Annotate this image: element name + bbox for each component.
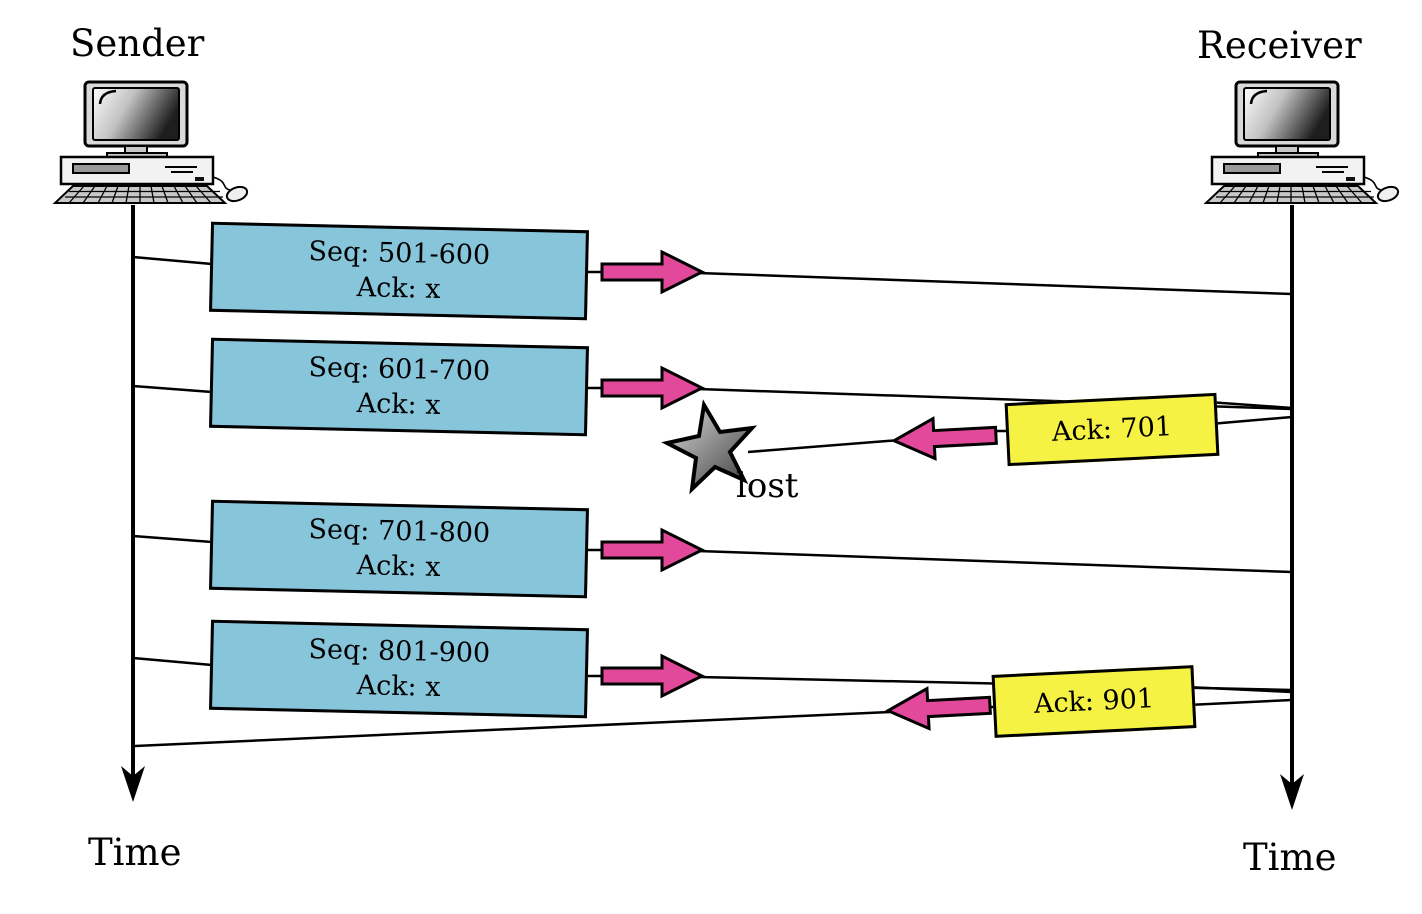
segment2-arrow-icon bbox=[600, 365, 706, 411]
segment4-arrow-icon bbox=[600, 653, 706, 699]
segment-box-seq-text: Seq: 801-900 bbox=[308, 633, 491, 669]
sender-time-label: Time bbox=[88, 831, 182, 874]
sender-label: Sender bbox=[70, 22, 205, 65]
ack901-fan-top-line bbox=[1185, 685, 1293, 694]
ack701-fan-bottom-line bbox=[1209, 415, 1293, 426]
segment-box-seq-text: Seq: 701-800 bbox=[308, 513, 491, 549]
segment3-connector-line bbox=[132, 534, 213, 544]
segment-box-ack-text: Ack: x bbox=[356, 272, 441, 305]
ack701-lost-line bbox=[747, 438, 901, 454]
ack701-fan-top-line bbox=[1207, 400, 1293, 410]
segment1-connector-line bbox=[132, 255, 213, 266]
ack901-arrow-icon bbox=[884, 686, 992, 731]
segment3-arrow-icon bbox=[600, 527, 706, 573]
ack-box-label: Ack: 901 bbox=[1033, 683, 1155, 720]
segment-box-ack-text: Ack: x bbox=[356, 388, 441, 421]
segment1-arrow-icon bbox=[600, 249, 706, 295]
ack-box-label: Ack: 701 bbox=[1051, 411, 1173, 448]
segment1-flight-line bbox=[697, 271, 1293, 296]
receiver-timeline-arrowhead-icon bbox=[1280, 774, 1304, 810]
ack901-flight-line bbox=[134, 710, 891, 748]
segment-box-seq-text: Seq: 501-600 bbox=[308, 235, 491, 271]
sender-timeline-arrowhead-icon bbox=[121, 766, 145, 802]
segment-box-501-600: Seq: 501-600 Ack: x bbox=[209, 221, 589, 321]
receiver-time-label: Time bbox=[1243, 836, 1337, 879]
ack-box-701: Ack: 701 bbox=[1004, 392, 1220, 467]
segment3-flight-line bbox=[697, 549, 1293, 574]
segment-box-seq-text: Seq: 601-700 bbox=[308, 351, 491, 387]
segment-box-801-900: Seq: 801-900 Ack: x bbox=[209, 619, 589, 719]
ack-box-901: Ack: 901 bbox=[991, 665, 1197, 738]
ack701-arrow-icon bbox=[890, 416, 998, 461]
sender-computer-icon bbox=[53, 80, 251, 206]
lost-label: lost bbox=[736, 466, 799, 506]
ack901-fan-bottom-line bbox=[1187, 698, 1293, 707]
receiver-label: Receiver bbox=[1197, 24, 1362, 67]
segment-box-601-700: Seq: 601-700 Ack: x bbox=[209, 337, 589, 437]
segment-box-ack-text: Ack: x bbox=[356, 550, 441, 583]
receiver-computer-icon bbox=[1204, 80, 1402, 206]
segment-box-701-800: Seq: 701-800 Ack: x bbox=[209, 499, 589, 599]
segment2-connector-line bbox=[132, 384, 213, 394]
segment4-connector-line bbox=[132, 656, 213, 667]
lost-star-icon bbox=[661, 399, 758, 495]
segment-box-ack-text: Ack: x bbox=[356, 670, 441, 703]
